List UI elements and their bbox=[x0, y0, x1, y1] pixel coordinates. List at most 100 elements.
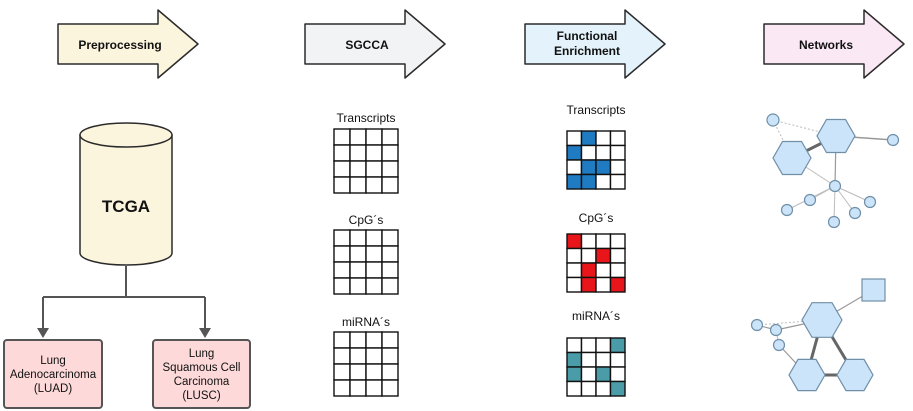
connector-lines bbox=[42, 266, 206, 330]
arrow-head-lusc bbox=[199, 328, 211, 338]
grid-cell bbox=[381, 144, 399, 162]
grid-cell bbox=[333, 144, 351, 162]
hexagon-node bbox=[836, 358, 874, 392]
grid-cell bbox=[609, 351, 626, 368]
sgcca-omic-label: miRNA´s bbox=[342, 315, 390, 329]
grid-cell bbox=[609, 233, 626, 250]
grid-cell bbox=[365, 363, 383, 381]
network-edge bbox=[772, 119, 793, 159]
grid-cell bbox=[609, 366, 626, 383]
grid-cell bbox=[580, 276, 597, 293]
stage-label: Networks bbox=[799, 38, 853, 52]
database-label: TCGA bbox=[102, 197, 150, 216]
grid-cell bbox=[609, 262, 626, 279]
grid-cell bbox=[365, 229, 383, 247]
grid-cell bbox=[365, 176, 383, 194]
grid-cell bbox=[595, 337, 612, 354]
grid-cell bbox=[595, 262, 612, 279]
enrichment-omic-label: CpG´s bbox=[579, 211, 614, 225]
grid-cell bbox=[381, 261, 399, 279]
enrichment-grid-1 bbox=[566, 130, 626, 190]
network-2 bbox=[750, 278, 886, 392]
cancer-label: Lung bbox=[189, 348, 215, 360]
stage-label: Preprocessing bbox=[78, 38, 161, 52]
grid-cell bbox=[381, 128, 399, 146]
grid-cell bbox=[609, 159, 626, 176]
grid-cell bbox=[566, 173, 583, 190]
grid-cell bbox=[365, 379, 383, 397]
grid-cell bbox=[609, 144, 626, 161]
circle-node bbox=[780, 203, 794, 217]
grid-cell bbox=[566, 337, 583, 354]
network-edge bbox=[834, 185, 871, 203]
stage-label: Functional bbox=[557, 29, 618, 43]
grid-cell bbox=[349, 331, 367, 349]
grid-cell bbox=[595, 159, 612, 176]
grid-cell bbox=[580, 380, 597, 397]
cancer-label: Lung bbox=[40, 355, 66, 367]
grid-cell bbox=[333, 128, 351, 146]
enrichment-omic-label: miRNA´s bbox=[572, 309, 620, 323]
sgcca-omic-label: Transcripts bbox=[337, 111, 396, 125]
grid-cell bbox=[609, 276, 626, 293]
grid-cell bbox=[580, 173, 597, 190]
grid-cell bbox=[365, 245, 383, 263]
circle-node bbox=[766, 113, 780, 127]
grid-cell bbox=[381, 160, 399, 178]
grid-cell bbox=[365, 277, 383, 295]
network-1 bbox=[766, 113, 900, 229]
grid-cell bbox=[349, 261, 367, 279]
circle-node bbox=[848, 206, 862, 220]
circle-node bbox=[828, 179, 842, 193]
enrichment-grid-2 bbox=[566, 233, 626, 293]
circle-node bbox=[750, 318, 764, 332]
grid-cell bbox=[365, 128, 383, 146]
grid-cell bbox=[381, 245, 399, 263]
grid-cell bbox=[595, 233, 612, 250]
circle-node bbox=[772, 338, 786, 352]
cancer-label: Carcinoma bbox=[174, 376, 230, 388]
tree-connectors bbox=[37, 266, 211, 338]
grid-cell bbox=[365, 144, 383, 162]
arrow-shape bbox=[524, 9, 666, 79]
grid-cell bbox=[349, 379, 367, 397]
grid-cell bbox=[566, 247, 583, 264]
grid-cell bbox=[595, 130, 612, 147]
sgcca-grid-1 bbox=[333, 128, 399, 194]
grid-cell bbox=[595, 351, 612, 368]
grid-cell bbox=[595, 276, 612, 293]
grid-cell bbox=[349, 347, 367, 365]
grid-cell bbox=[580, 130, 597, 147]
cancer-label: Adenocarcinoma bbox=[10, 369, 97, 381]
enrichment-omic-label: Transcripts bbox=[567, 103, 626, 117]
hexagon-node bbox=[788, 358, 826, 392]
grid-cell bbox=[595, 144, 612, 161]
grid-cell bbox=[365, 261, 383, 279]
grid-cell bbox=[349, 128, 367, 146]
arrow-head-luad bbox=[37, 328, 49, 338]
circle-node bbox=[827, 215, 841, 229]
grid-cell bbox=[333, 229, 351, 247]
hexagon-node bbox=[772, 140, 812, 176]
tcga-database: TCGA bbox=[79, 122, 173, 266]
grid-cell bbox=[381, 277, 399, 295]
grid-cell bbox=[566, 262, 583, 279]
grid-cell bbox=[365, 331, 383, 349]
grid-cell bbox=[609, 247, 626, 264]
grid-cell bbox=[609, 130, 626, 147]
grid-cell bbox=[566, 130, 583, 147]
grid-cell bbox=[580, 337, 597, 354]
grid-cell bbox=[381, 229, 399, 247]
grid-cell bbox=[365, 347, 383, 365]
grid-cell bbox=[566, 276, 583, 293]
grid-cell bbox=[609, 380, 626, 397]
grid-cell bbox=[349, 229, 367, 247]
grid-cell bbox=[580, 351, 597, 368]
stage-arrow-2: SGCCA bbox=[304, 9, 446, 79]
grid-cell bbox=[609, 337, 626, 354]
grid-cell bbox=[381, 176, 399, 194]
stage-label: SGCCA bbox=[345, 38, 389, 52]
